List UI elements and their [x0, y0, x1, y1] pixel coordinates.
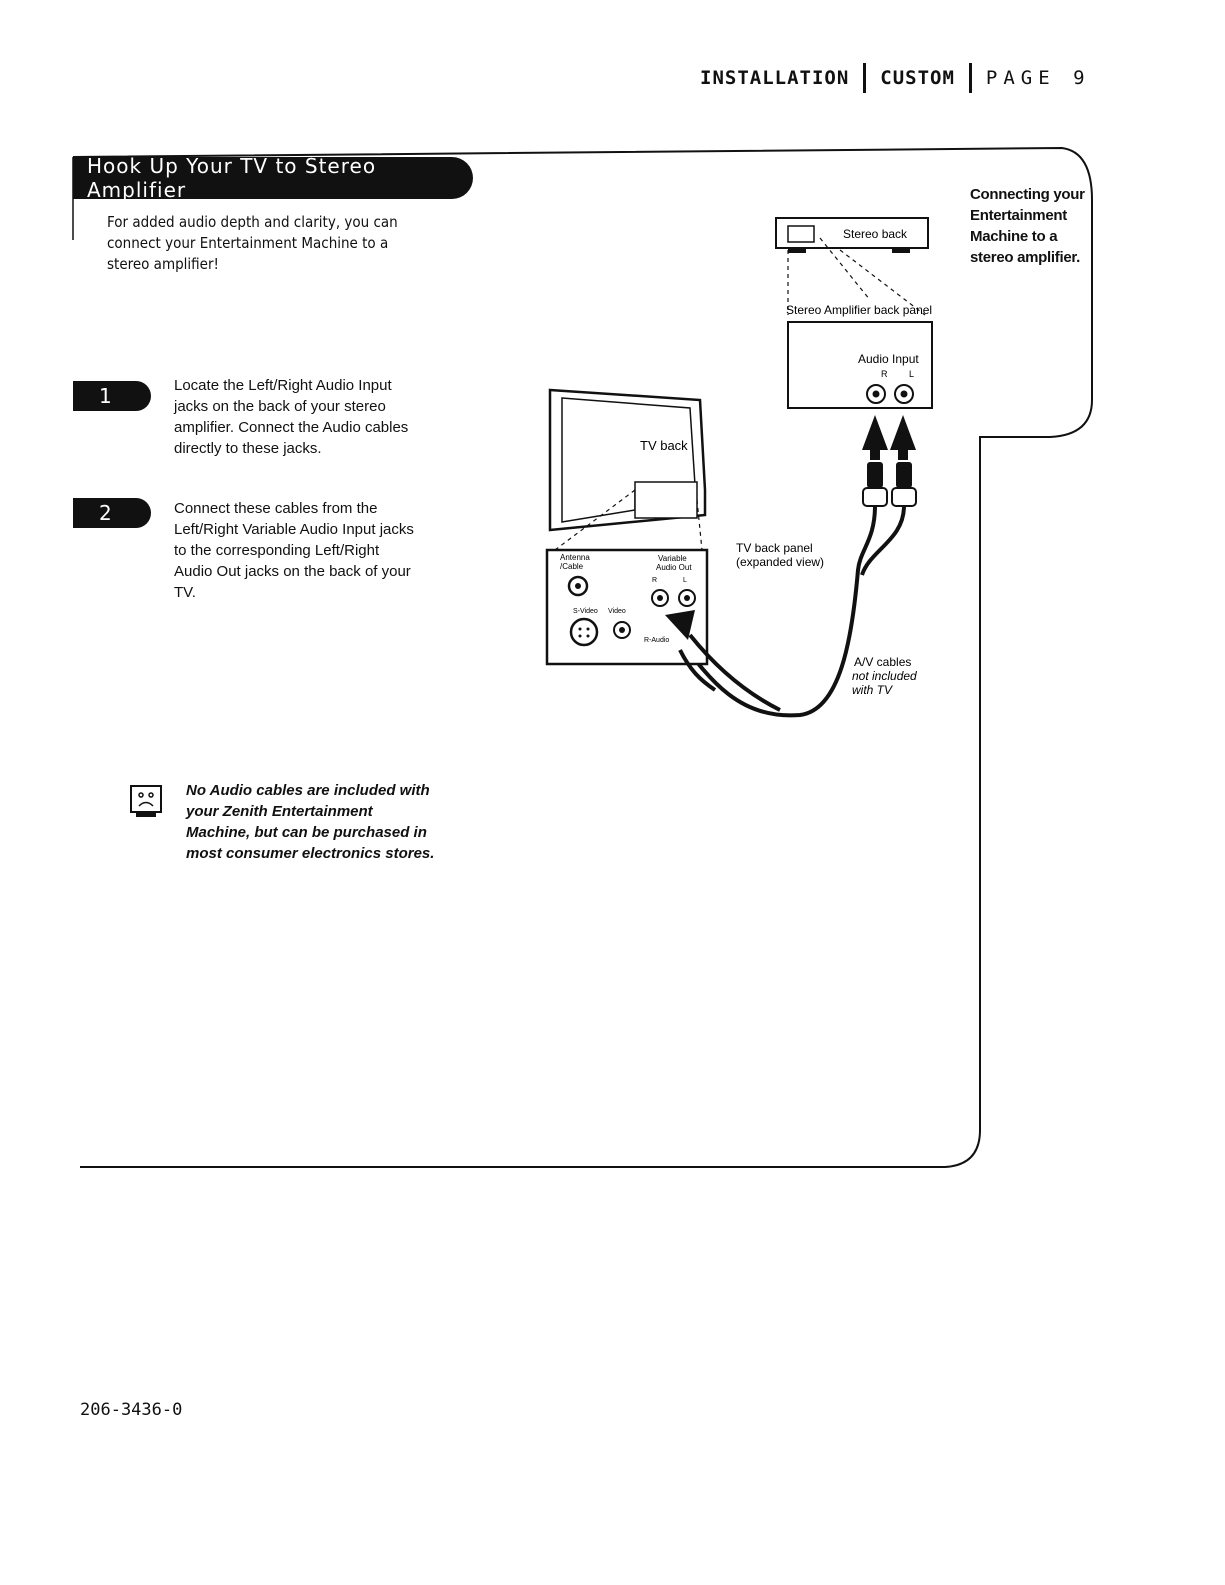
tv-back-label: TV back	[640, 438, 688, 453]
svg-text:R-Audio: R-Audio	[644, 637, 669, 644]
note-face-icon	[130, 785, 162, 817]
svg-text:S-Video: S-Video	[573, 608, 598, 615]
header-section: INSTALLATION	[700, 67, 850, 89]
header-divider	[863, 63, 867, 93]
document-number: 206-3436-0	[80, 1400, 183, 1420]
svg-text:R: R	[881, 369, 888, 379]
stereo-unit: Stereo back	[775, 217, 929, 253]
stereo-back-panel: Audio Input R L	[787, 321, 933, 409]
note-text: No Audio cables are included with your Z…	[186, 782, 435, 862]
section-title: Hook Up Your TV to Stereo Amplifier	[73, 154, 473, 202]
tv-panel-sublabel: (expanded view)	[736, 555, 824, 569]
tv-back: TV back	[548, 388, 707, 532]
intro-text: For added audio depth and clarity, you c…	[107, 213, 398, 273]
stereo-panel-label: Stereo Amplifier back panel	[786, 303, 932, 317]
step-2-text: Connect these cables from the Left/Right…	[174, 500, 414, 601]
svg-text:Video: Video	[608, 608, 626, 615]
running-header: INSTALLATION CUSTOM PAGE 9	[700, 62, 1091, 94]
connection-diagram: Stereo back Stereo Amplifier back panel …	[545, 217, 933, 718]
cables-label: A/V cables	[854, 655, 911, 669]
svg-text:L: L	[683, 577, 687, 584]
svg-text:Audio Out: Audio Out	[656, 563, 692, 572]
svg-text:not included: not included	[852, 669, 917, 683]
svg-text:Variable: Variable	[658, 554, 687, 563]
audio-input-label: Audio Input	[858, 352, 919, 366]
header-subsection: CUSTOM	[880, 67, 955, 89]
side-note: Connecting your Entertainment Machine to…	[970, 186, 1085, 266]
step-2-badge: 2	[73, 498, 151, 528]
svg-text:Antenna: Antenna	[560, 553, 590, 562]
stereo-back-label: Stereo back	[843, 227, 908, 241]
rca-plug-icon	[896, 462, 912, 488]
svg-text:L: L	[909, 369, 914, 379]
step-1-text: Locate the Left/Right Audio Input jacks …	[174, 377, 409, 457]
tv-back-panel: Antenna /Cable Variable Audio Out R L S-…	[545, 548, 709, 666]
svg-text:with TV: with TV	[852, 683, 893, 697]
header-page-number: PAGE 9	[985, 67, 1091, 89]
rca-plug-icon	[867, 462, 883, 488]
tv-panel-label: TV back panel	[736, 541, 813, 555]
arrow-up-icon	[862, 415, 888, 460]
header-divider	[968, 63, 972, 93]
step-1-badge: 1	[73, 381, 151, 411]
arrow-up-icon	[890, 415, 916, 460]
svg-text:/Cable: /Cable	[560, 562, 584, 571]
svg-text:R: R	[652, 577, 657, 584]
